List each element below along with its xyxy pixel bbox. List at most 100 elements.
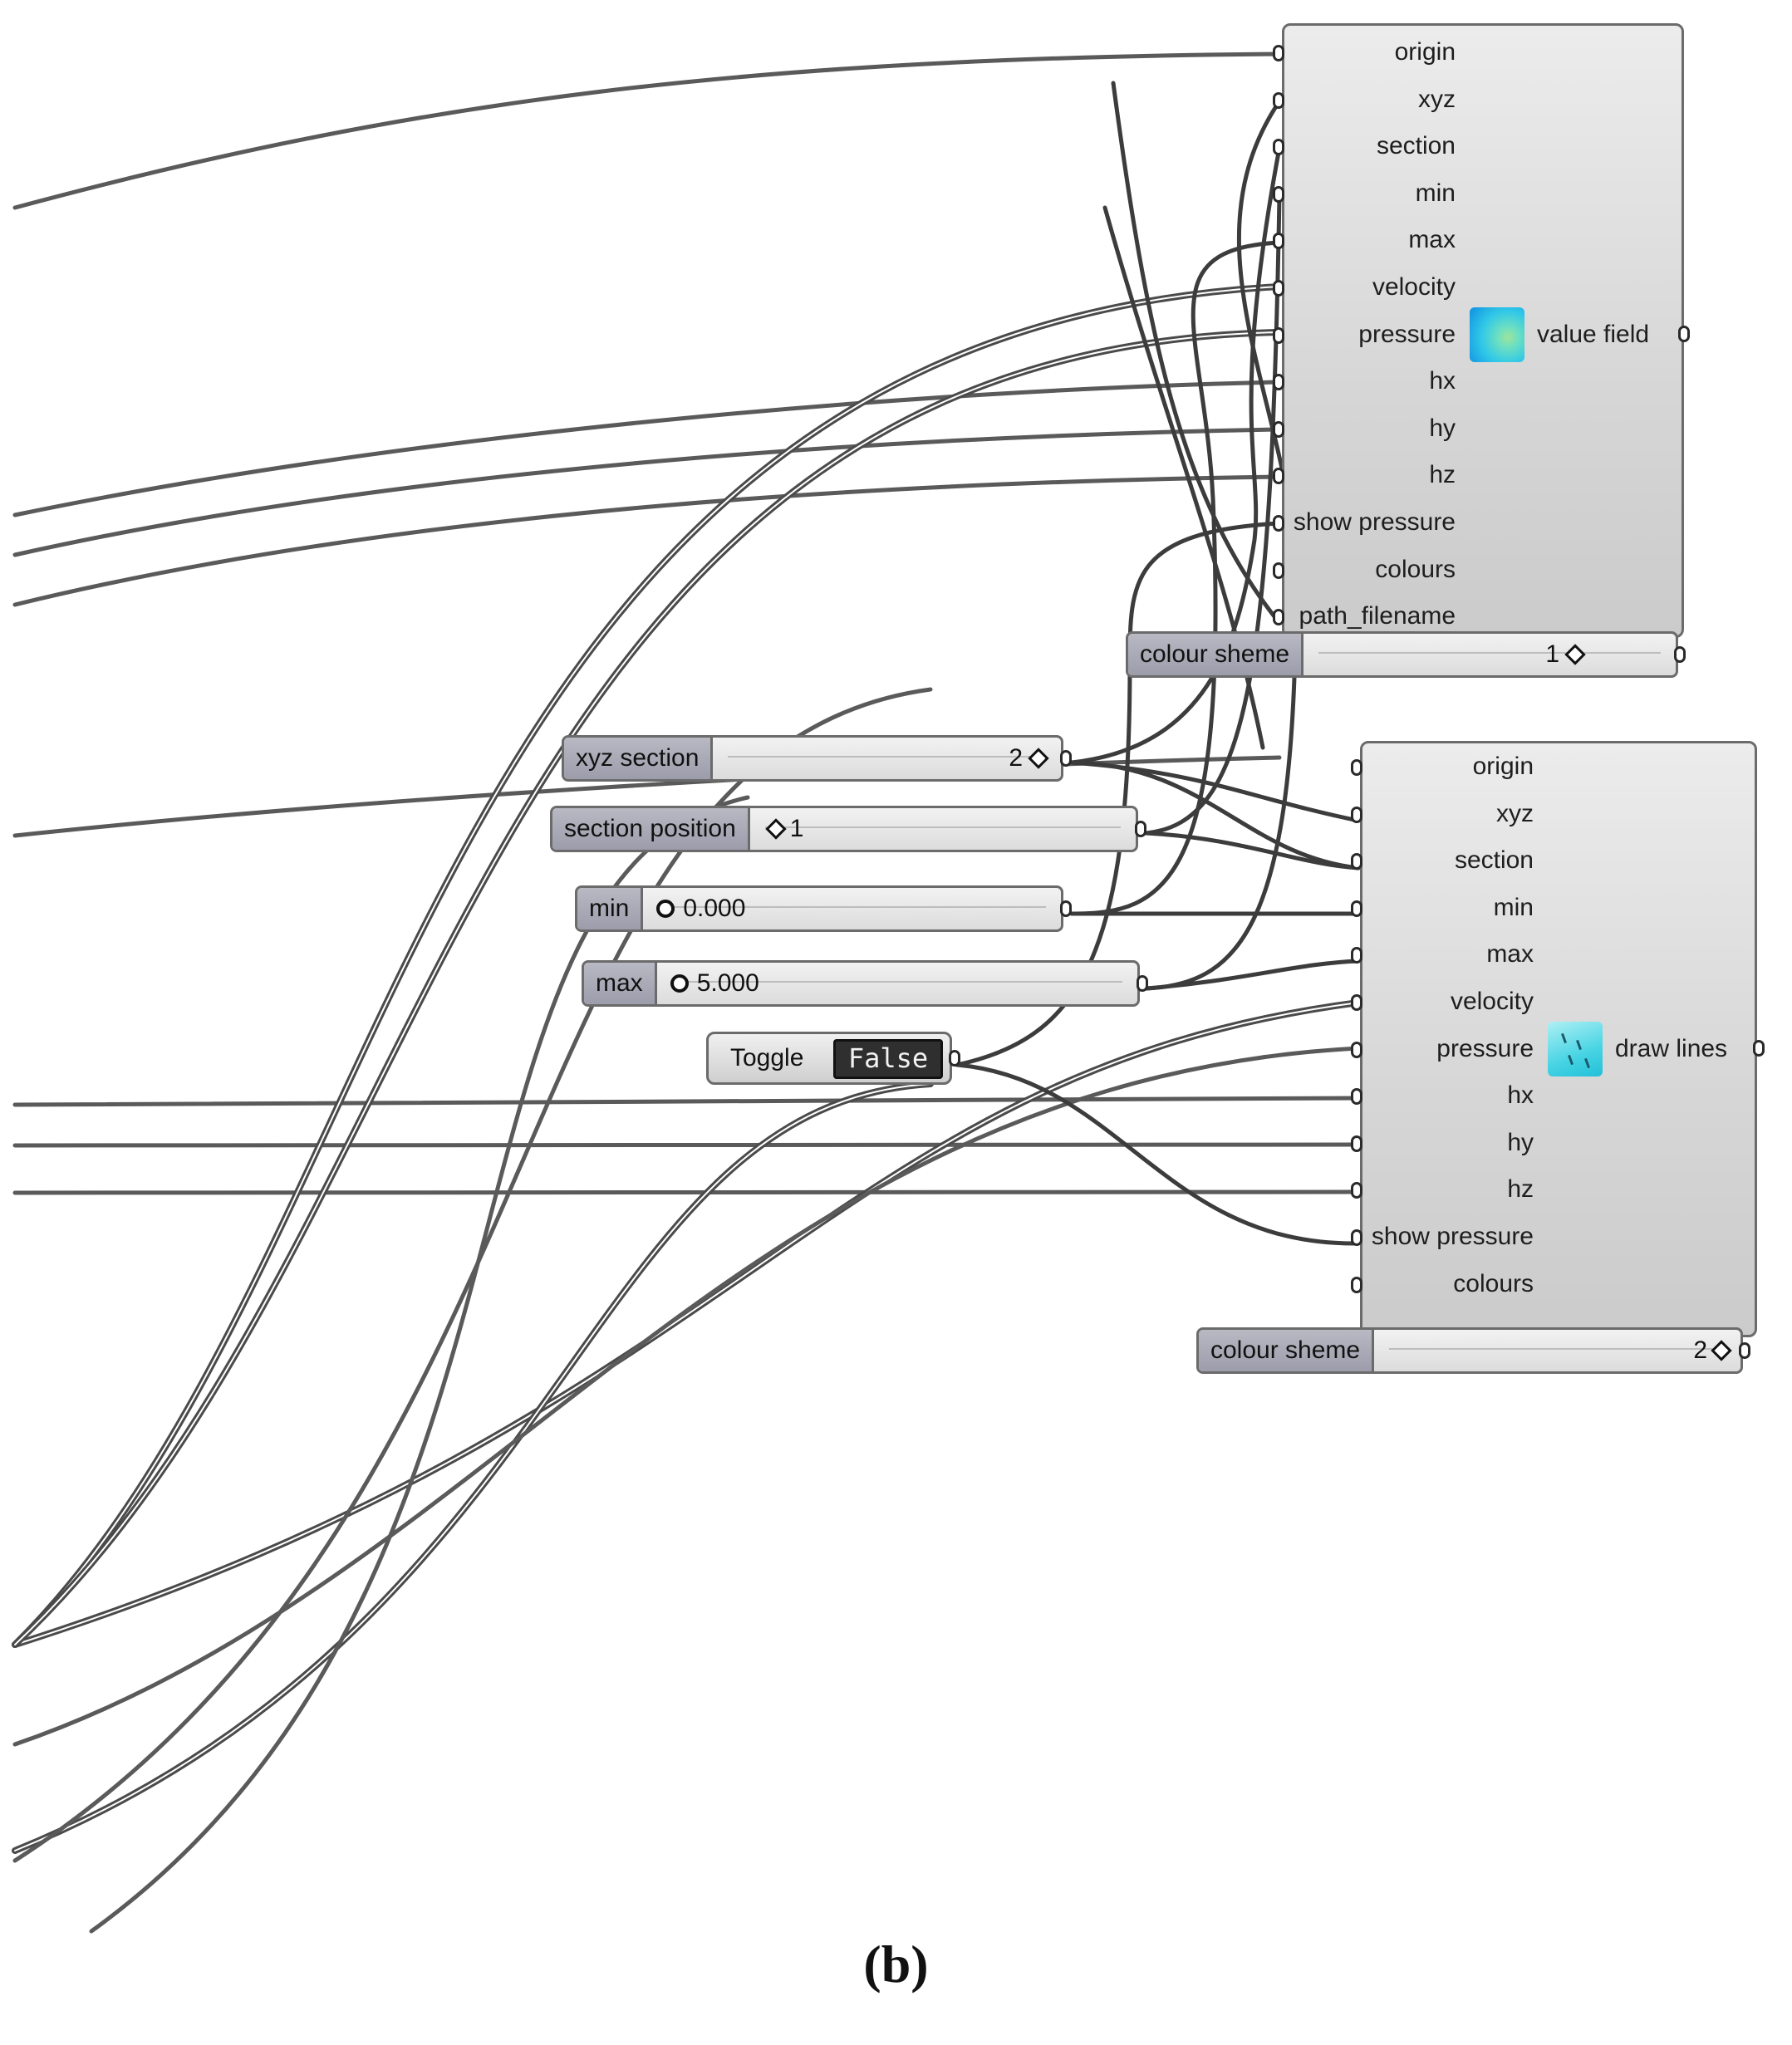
output-grip[interactable] (1135, 821, 1146, 837)
input-param: max (1408, 226, 1456, 254)
slider-value: 1 (789, 815, 804, 842)
input-param: hx (1507, 1081, 1534, 1110)
input-grip[interactable] (1351, 806, 1362, 823)
wire (12, 51, 1282, 210)
input-param: hx (1429, 367, 1456, 395)
input-grip[interactable] (1273, 326, 1284, 344)
slider-label: colour sheme (1128, 634, 1304, 675)
slider-rail[interactable]: 1 (749, 808, 1136, 850)
toggle-value[interactable]: False (833, 1039, 943, 1079)
slider-value: 1 (1545, 640, 1559, 668)
wire (12, 427, 1282, 557)
slider-track (658, 906, 1046, 908)
slider-diamond-icon[interactable] (1028, 748, 1049, 769)
slider-diamond-icon[interactable] (1564, 644, 1586, 665)
input-param: origin (1394, 38, 1456, 66)
input-grip[interactable] (1273, 139, 1284, 156)
slider-track (764, 826, 1121, 828)
input-grip[interactable] (1351, 1229, 1362, 1246)
slider-ring-icon[interactable] (656, 900, 675, 918)
slider-value: 0.000 (683, 895, 746, 922)
toggle-label: Toggle (730, 1044, 804, 1072)
input-grip[interactable] (1273, 468, 1284, 485)
input-param: hz (1429, 461, 1456, 489)
toggle-component[interactable]: Toggle False (706, 1032, 952, 1085)
figure-caption: (b) (863, 1935, 929, 1994)
input-grip[interactable] (1351, 1041, 1362, 1058)
input-param: colours (1375, 555, 1456, 583)
slider-ring-icon[interactable] (670, 974, 689, 993)
input-param: velocity (1450, 988, 1534, 1015)
wire (1069, 145, 1282, 765)
input-grip[interactable] (1351, 1088, 1362, 1106)
input-grip[interactable] (1351, 1182, 1362, 1199)
input-grip[interactable] (1273, 562, 1284, 579)
input-grip[interactable] (1273, 609, 1284, 626)
output-grip[interactable] (1739, 1342, 1750, 1359)
wire (14, 331, 1280, 1645)
input-grip[interactable] (1351, 759, 1362, 776)
input-param: path_filename (1299, 602, 1456, 630)
input-grip[interactable] (1273, 280, 1284, 297)
slider-rail[interactable]: 2 (1374, 1330, 1740, 1371)
slider-diamond-icon[interactable] (765, 818, 787, 840)
colour-sheme-slider-b[interactable]: colour sheme 2 (1196, 1327, 1743, 1374)
slider-track (728, 756, 1046, 758)
wire (955, 1062, 1361, 1246)
input-param: colours (1453, 1269, 1534, 1297)
slider-track (671, 981, 1122, 983)
input-param: min (1415, 179, 1456, 207)
slider-label: max (584, 963, 657, 1004)
output-label-draw-lines: draw lines (1615, 1035, 1728, 1062)
input-grip[interactable] (1273, 185, 1284, 203)
input-param: hy (1429, 414, 1456, 442)
slider-diamond-icon[interactable] (1711, 1340, 1732, 1361)
wire (12, 1189, 1361, 1195)
input-grip[interactable] (1351, 1276, 1362, 1293)
wire (1069, 240, 1282, 916)
input-param: pressure (1358, 320, 1456, 348)
section-position-slider[interactable]: section position 1 (550, 806, 1138, 852)
input-grip[interactable] (1351, 900, 1362, 917)
slider-label: colour sheme (1199, 1330, 1375, 1371)
slider-value: 2 (1009, 744, 1023, 772)
input-param: max (1486, 940, 1534, 969)
draw-lines-icon (1548, 1022, 1603, 1076)
input-param: section (1454, 846, 1534, 875)
input-grip[interactable] (1351, 947, 1362, 964)
max-slider[interactable]: max 5.000 (582, 960, 1140, 1007)
wire (12, 380, 1282, 517)
slider-label: min (577, 888, 644, 929)
input-grip[interactable] (1273, 515, 1284, 532)
output-grip[interactable] (1678, 326, 1690, 342)
slider-rail[interactable]: 2 (713, 738, 1061, 779)
slider-rail[interactable]: 0.000 (643, 888, 1061, 929)
slider-rail[interactable]: 1 (1303, 634, 1676, 675)
slider-track (1389, 1348, 1726, 1350)
wire (14, 1002, 1359, 1645)
wire (14, 286, 1280, 1645)
input-grip[interactable] (1273, 420, 1284, 438)
input-grip[interactable] (1273, 233, 1284, 250)
colour-sheme-slider-a[interactable]: colour sheme 1 (1126, 631, 1678, 678)
input-grip[interactable] (1273, 374, 1284, 391)
min-slider[interactable]: min 0.000 (575, 885, 1063, 932)
output-grip[interactable] (1060, 900, 1072, 917)
input-grip[interactable] (1351, 994, 1362, 1011)
wire (12, 474, 1282, 607)
input-param: min (1493, 893, 1534, 921)
input-param: section (1376, 132, 1456, 160)
slider-rail[interactable]: 5.000 (656, 963, 1137, 1004)
output-grip[interactable] (1674, 646, 1686, 663)
output-grip[interactable] (1753, 1040, 1765, 1057)
output-grip[interactable] (1060, 750, 1072, 767)
wire (1069, 760, 1361, 870)
input-grip[interactable] (1351, 853, 1362, 870)
input-grip[interactable] (1351, 1135, 1362, 1152)
input-grip[interactable] (1273, 91, 1284, 109)
output-grip[interactable] (949, 1050, 960, 1067)
output-grip[interactable] (1137, 975, 1148, 992)
input-grip[interactable] (1273, 45, 1284, 61)
xyz-section-slider[interactable]: xyz section 2 (562, 735, 1063, 782)
input-param: hz (1507, 1175, 1534, 1204)
